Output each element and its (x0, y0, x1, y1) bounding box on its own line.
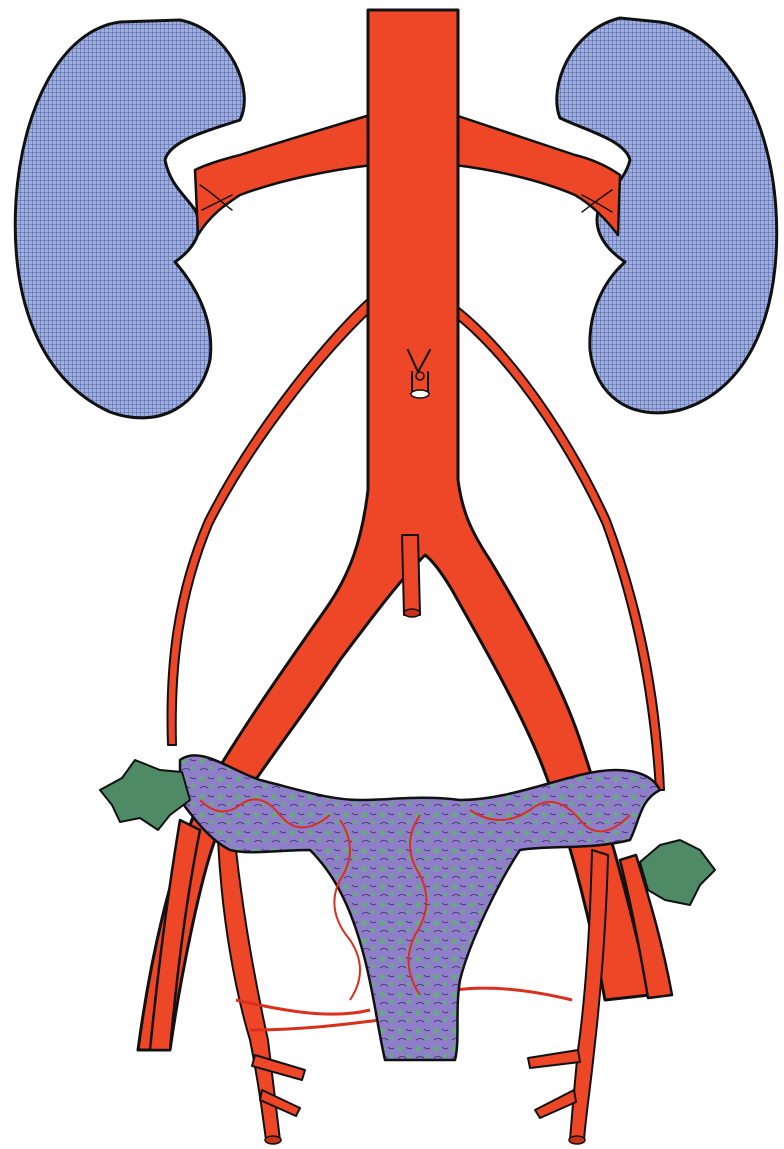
left-internal-iliac-artery (218, 840, 305, 1144)
right-internal-iliac-artery (528, 850, 608, 1144)
right-ovary (640, 840, 715, 905)
left-ovary (100, 760, 190, 830)
right-kidney (557, 18, 777, 413)
left-renal-artery (195, 115, 372, 235)
